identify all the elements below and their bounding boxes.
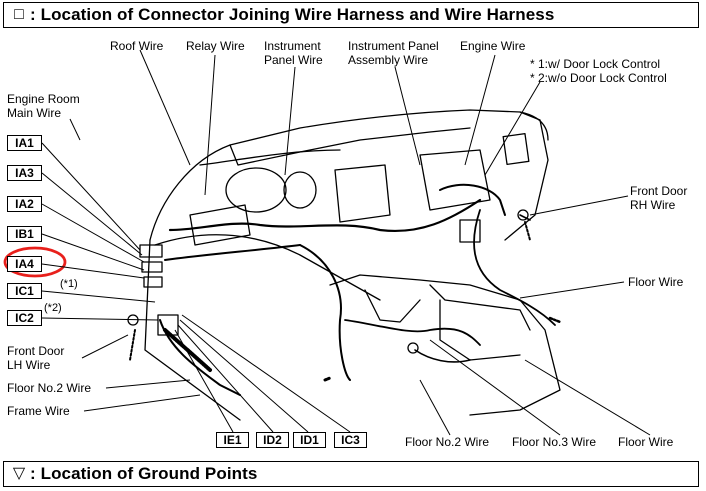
instrument-panel-wire-label-2: Panel Wire	[264, 53, 323, 67]
connector-ic3: IC3	[334, 432, 367, 448]
connector-ia1: IA1	[7, 135, 42, 151]
gauge-cluster	[225, 167, 287, 213]
connector-ia2: IA2	[7, 196, 42, 212]
right-vent	[502, 132, 530, 166]
connector-ic2: IC2	[7, 310, 42, 326]
section-header-connectors: □ : Location of Connector Joining Wire H…	[3, 2, 699, 28]
floor-wire-bottom-label: Floor Wire	[618, 435, 674, 449]
instrument-panel-wire-label-1: Instrument	[264, 39, 321, 53]
connector-ib1: IB1	[7, 226, 42, 242]
dash-lower-edge	[154, 234, 381, 301]
mark-1: (*1)	[60, 278, 78, 290]
ip-assembly-wire-label-1: Instrument Panel	[348, 39, 439, 53]
relay-wire-label: Relay Wire	[186, 39, 245, 53]
connector-block-ia	[139, 244, 163, 258]
connector-ic1: IC1	[7, 283, 42, 299]
connector-id1: ID1	[293, 432, 326, 448]
connector-id2: ID2	[256, 432, 289, 448]
engine-room-main-wire-label-1: Engine Room	[7, 92, 80, 106]
connector-ie1: IE1	[216, 432, 249, 448]
note-2: * 2:w/o Door Lock Control	[530, 71, 667, 85]
ip-assembly-wire-label-2: Assembly Wire	[348, 53, 429, 67]
frame-wire-label: Frame Wire	[7, 404, 70, 418]
mark-2: (*2)	[44, 302, 62, 314]
ia4-highlight-circle	[3, 246, 67, 278]
engine-room-main-wire-label-2: Main Wire	[7, 106, 62, 120]
square-icon: □	[14, 6, 24, 23]
floor-no2-wire-left-label: Floor No.2 Wire	[7, 381, 92, 395]
connector-block-right	[459, 219, 481, 243]
section-header-ground-points: ▽ : Location of Ground Points	[3, 461, 699, 487]
floor-wire-label: Floor Wire	[628, 275, 684, 289]
front-door-lh-wire-label-2: LH Wire	[7, 358, 51, 372]
note-1: * 1:w/ Door Lock Control	[530, 57, 661, 71]
front-door-lh-wire-label-1: Front Door	[7, 344, 65, 358]
console-outline	[329, 274, 561, 416]
engine-wire-label: Engine Wire	[460, 39, 526, 53]
dash-top-edge	[149, 109, 549, 241]
dash-left-edge	[144, 239, 241, 421]
floor-no3-wire-label: Floor No.3 Wire	[512, 435, 597, 449]
section-title-ground: : Location of Ground Points	[30, 464, 258, 483]
center-stack	[334, 164, 391, 223]
front-door-rh-wire-label-2: RH Wire	[630, 198, 676, 212]
connector-ia4: IA4	[7, 256, 42, 272]
section-title: : Location of Connector Joining Wire Har…	[30, 5, 555, 24]
front-door-rh-wire-label-1: Front Door	[630, 184, 688, 198]
door-connector-rh	[517, 209, 529, 221]
roof-wire-label: Roof Wire	[110, 39, 164, 53]
floor-no2-wire-bottom-label: Floor No.2 Wire	[405, 435, 490, 449]
connector-ia3: IA3	[7, 165, 42, 181]
triangle-icon: ▽	[12, 465, 26, 482]
